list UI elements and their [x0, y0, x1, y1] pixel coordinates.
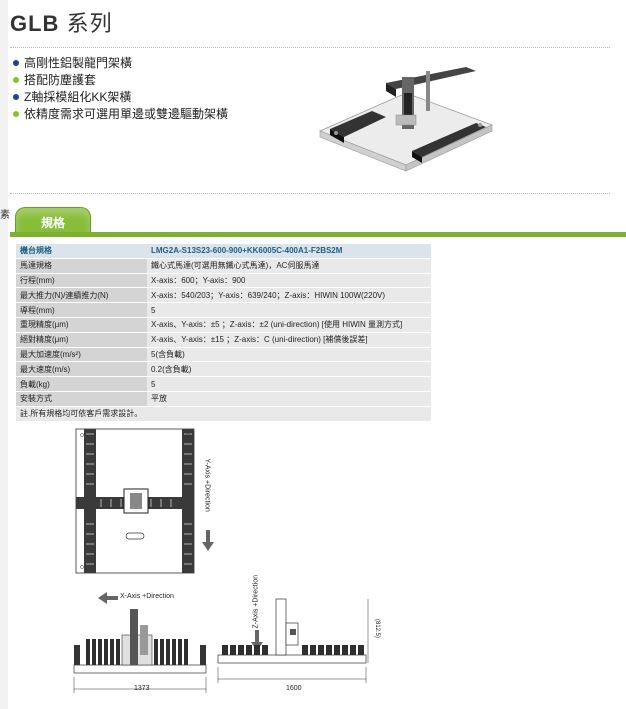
table-row: 最大速度(m/s)0.2(含負載): [16, 361, 431, 378]
feature-item: 高剛性鋁製龍門架橫: [13, 55, 228, 72]
tab-bar: [10, 232, 626, 237]
table-row: 導程(mm)5: [16, 302, 431, 318]
spec-value: X-axis：540/203；Y-axis：639/240；Z-axis：HIW…: [147, 287, 431, 304]
spec-value: 平放: [147, 391, 431, 407]
feature-text: Z軸採模組化KK架橫: [24, 90, 132, 104]
arrow-left-icon: [98, 592, 118, 604]
table-header-row: 機台規格 LMG2A-S13S23-600-900+KK6005C-400A1-…: [16, 244, 431, 259]
feature-item: 搭配防塵護套: [13, 72, 228, 89]
spec-key: 重現精度(μm): [16, 317, 147, 333]
gantry-product-image: [318, 67, 494, 172]
spec-key: 絕對精度(μm): [16, 332, 147, 348]
spec-key: 負載(kg): [16, 376, 147, 392]
front-view-drawing: [73, 609, 207, 693]
bullet-icon: [13, 60, 19, 66]
dim-front-width: 1373: [134, 685, 150, 692]
spec-value: X-axis、Y-axis：±15 ；Z-axis：C (uni-directi…: [147, 332, 431, 348]
title-model: GLB: [10, 11, 60, 36]
table-row: 馬達規格鐵心式馬達(可選用無鐵心式馬達)，AC伺服馬達: [16, 258, 431, 274]
side-view-drawing: [217, 598, 369, 683]
dim-side-width: 1600: [286, 685, 302, 692]
feature-list: 高剛性鋁製龍門架橫 搭配防塵護套 Z軸採模組化KK架橫 依精度需求可選用單邊或雙…: [13, 55, 228, 123]
spec-key: 最大推力(N)/連續推力(N): [16, 287, 147, 304]
spec-key: 導程(mm): [16, 302, 147, 318]
edge-glyph: 素: [0, 210, 10, 221]
feature-text: 依精度需求可選用單邊或雙邊驅動架橫: [24, 107, 229, 121]
spec-key: 機台規格: [16, 244, 147, 259]
spec-table: 機台規格 LMG2A-S13S23-600-900+KK6005C-400A1-…: [16, 244, 431, 422]
tab-specifications[interactable]: 規格: [15, 207, 91, 236]
spec-value: LMG2A-S13S23-600-900+KK6005C-400A1-F2BS2…: [147, 244, 431, 259]
table-row: 負載(kg)5: [16, 376, 431, 392]
bullet-icon: [13, 111, 19, 117]
table-row: 絕對精度(μm)X-axis、Y-axis：±15 ；Z-axis：C (uni…: [16, 332, 431, 348]
arrow-down-icon: [202, 530, 214, 551]
table-row: 最大加速度(m/s²)5(含負載): [16, 347, 431, 363]
spec-key: 最大速度(m/s): [16, 361, 147, 378]
table-row: 安裝方式平放: [16, 391, 431, 407]
y-direction-indicator: Y-Axis +Direction: [200, 458, 214, 532]
spec-value: X-axis、Y-axis：±5 ；Z-axis：±2 (uni-directi…: [147, 317, 431, 333]
table-row: 行程(mm)X-axis：600；Y-axis：900: [16, 273, 431, 289]
spec-key: 最大加速度(m/s²): [16, 347, 147, 363]
feature-item: 依精度需求可選用單邊或雙邊驅動架橫: [13, 106, 228, 123]
bullet-icon: [13, 94, 19, 100]
page-title: GLB 系列: [10, 6, 113, 38]
spec-key: 行程(mm): [16, 273, 147, 289]
top-view-drawing: [75, 428, 195, 574]
table-row: 最大推力(N)/連續推力(N)X-axis：540/203；Y-axis：639…: [16, 287, 431, 304]
divider-top: [10, 47, 610, 48]
bullet-icon: [13, 77, 19, 83]
x-direction-label: X-Axis +Direction: [120, 593, 174, 600]
left-edge-strip: [0, 0, 8, 709]
dim-side-height: (812.5): [374, 619, 380, 639]
table-row: 重現精度(μm)X-axis、Y-axis：±5 ；Z-axis：±2 (uni…: [16, 317, 431, 333]
spec-value: 0.2(含負載): [147, 361, 431, 378]
feature-text: 高剛性鋁製龍門架橫: [24, 56, 133, 70]
spec-value: 鐵心式馬達(可選用無鐵心式馬達)，AC伺服馬達: [147, 258, 431, 274]
spec-value: 5(含負載): [147, 347, 431, 363]
spec-value: 5: [147, 302, 431, 318]
table-note-row: 註.所有規格均可依客戶需求設計。: [16, 406, 431, 422]
spec-value: 5: [147, 376, 431, 392]
feature-item: Z軸採模組化KK架橫: [13, 89, 228, 106]
spec-key: 馬達規格: [16, 258, 147, 274]
spec-note: 註.所有規格均可依客戶需求設計。: [16, 406, 431, 422]
divider-middle: [10, 193, 610, 194]
spec-key: 安裝方式: [16, 391, 147, 407]
spec-value: X-axis：600；Y-axis：900: [147, 273, 431, 289]
y-direction-label: Y-Axis +Direction: [203, 458, 211, 512]
feature-text: 搭配防塵護套: [24, 73, 97, 87]
title-suffix: 系列: [66, 11, 113, 36]
